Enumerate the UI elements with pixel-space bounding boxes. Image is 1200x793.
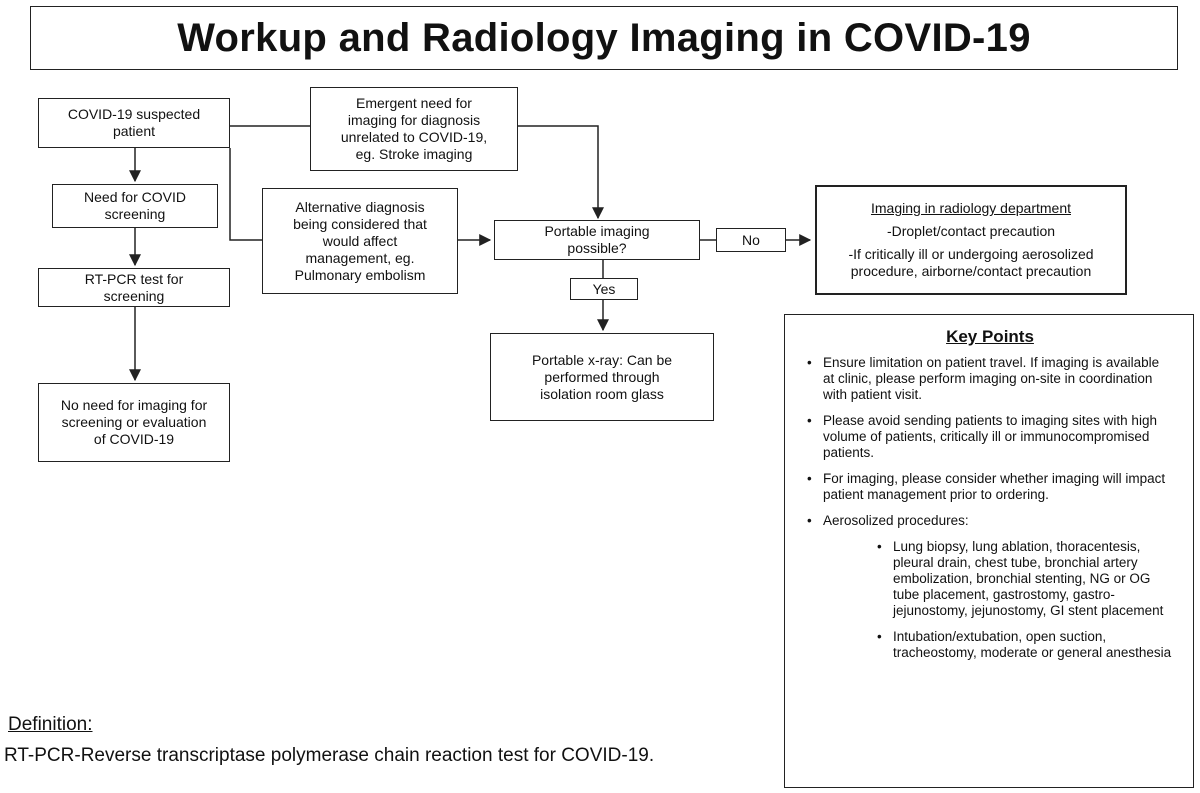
- node-radiology-department: Imaging in radiology department -Droplet…: [815, 185, 1127, 295]
- node-alternative-diagnosis: Alternative diagnosis being considered t…: [262, 188, 458, 294]
- key-points-list: Ensure limitation on patient travel. If …: [807, 355, 1173, 661]
- radiology-title: Imaging in radiology department: [870, 200, 1071, 216]
- aerosolized-procedures-list: Lung biopsy, lung ablation, thoracentesi…: [823, 539, 1173, 661]
- edge-label-yes: Yes: [570, 278, 638, 300]
- node-portable-xray: Portable x-ray: Can be performed through…: [490, 333, 714, 421]
- node-no-need-imaging: No need for imaging for screening or eva…: [38, 383, 230, 462]
- node-emergent-need: Emergent need for imaging for diagnosis …: [310, 87, 518, 171]
- edge-label-no: No: [716, 228, 786, 252]
- key-point-item: Ensure limitation on patient travel. If …: [807, 355, 1173, 403]
- key-points-panel: Key Points Ensure limitation on patient …: [784, 314, 1194, 788]
- aerosolized-procedure-item: Lung biopsy, lung ablation, thoracentesi…: [877, 539, 1173, 619]
- node-need-screening: Need for COVID screening: [52, 184, 218, 228]
- key-point-item-label: Aerosolized procedures:: [823, 513, 969, 528]
- aerosolized-procedure-item: Intubation/extubation, open suction, tra…: [877, 629, 1173, 661]
- title-box: Workup and Radiology Imaging in COVID-19: [30, 6, 1178, 70]
- node-portable-possible: Portable imaging possible?: [494, 220, 700, 260]
- key-point-item: For imaging, please consider whether ima…: [807, 471, 1173, 503]
- key-point-item: Please avoid sending patients to imaging…: [807, 413, 1173, 461]
- definition-label: Definition:: [8, 714, 93, 735]
- key-points-title: Key Points: [946, 327, 1034, 346]
- node-rt-pcr-test: RT-PCR test for screening: [38, 268, 230, 307]
- key-point-item: Aerosolized procedures: Lung biopsy, lun…: [807, 513, 1173, 661]
- page-title: Workup and Radiology Imaging in COVID-19: [177, 15, 1031, 60]
- definition-text: RT-PCR-Reverse transcriptase polymerase …: [4, 745, 655, 766]
- node-suspected-patient: COVID-19 suspected patient: [38, 98, 230, 148]
